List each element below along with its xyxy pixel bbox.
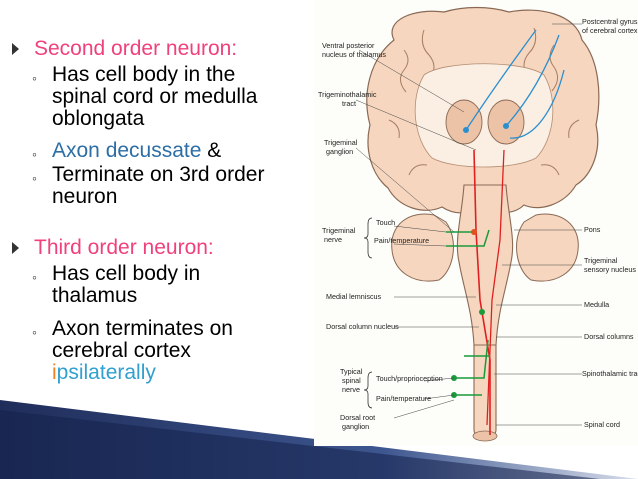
triangle-bullet-icon: [12, 43, 19, 55]
line: neuron: [52, 185, 118, 208]
circle-bullet-icon: ◦: [32, 146, 37, 162]
line: cerebral cortex: [52, 339, 191, 362]
triangle-bullet-icon: [12, 242, 19, 254]
label-medial-lemniscus: Medial lemniscus: [326, 292, 382, 301]
line: Axon terminates on: [52, 317, 233, 340]
line: Has cell body in: [52, 262, 201, 285]
line: Has cell body in the: [52, 63, 236, 86]
circle-bullet-icon: ◦: [32, 324, 37, 340]
label-pons: Pons: [584, 225, 601, 234]
sub-bullet-terminate: ◦ Terminate on 3rd order neuron: [32, 164, 302, 208]
ampersand-text: &: [201, 139, 222, 162]
label-pain-temperature-2: Pain/temperature: [376, 394, 431, 403]
line: oblongata: [52, 107, 145, 130]
neuron-dot: [479, 309, 485, 315]
cerebellum-right: [516, 213, 579, 282]
label-trigeminal-sensory-1: Trigeminal: [584, 256, 618, 265]
label-touch: Touch: [376, 218, 395, 227]
label-dorsal-columns: Dorsal columns: [584, 332, 634, 341]
label-medulla: Medulla: [584, 300, 609, 309]
label-typical-2: spinal: [342, 376, 361, 385]
circle-bullet-icon: ◦: [32, 70, 37, 86]
label-dorsal-root-2: ganglion: [342, 422, 369, 431]
brace-trigeminal: [363, 217, 373, 259]
spinal-cord: [473, 344, 497, 439]
circle-bullet-icon: ◦: [32, 170, 37, 186]
label-dorsal-column-nucleus: Dorsal column nucleus: [326, 322, 399, 331]
cerebellum-left: [391, 213, 454, 282]
label-postcentral-gyrus: Postcentral gyrus: [582, 17, 638, 26]
label-trigeminal-sensory-2: sensory nucleus: [584, 265, 636, 274]
label-tract: tract: [342, 99, 356, 108]
line: thalamus: [52, 284, 138, 307]
somatosensory-pathway-diagram: Postcentral gyrus of cerebral cortex Ven…: [314, 0, 638, 446]
label-trigeminal-nerve-1: Trigeminal: [322, 226, 356, 235]
label-trigeminal: Trigeminal: [324, 138, 358, 147]
ipsi-rest: psilaterally: [56, 361, 156, 384]
pathway-blue: [465, 29, 565, 139]
label-trigeminal-nerve-2: nerve: [324, 235, 342, 244]
pathway-red-2: [486, 149, 505, 426]
neuron-dot: [471, 229, 477, 235]
label-typical-3: nerve: [342, 385, 360, 394]
pathway-red: [473, 149, 491, 435]
label-ventral-posterior: Ventral posterior: [322, 41, 375, 50]
spinal-cord-section: [472, 430, 498, 442]
gyri-lines: [388, 27, 580, 176]
heading-second-order: Second order neuron:: [34, 37, 238, 60]
leader-lines: [355, 23, 582, 426]
label-spinothalamic-tract: Spinothalamic tract: [582, 369, 638, 378]
label-of-cerebral-cortex: of cerebral cortex: [582, 26, 638, 35]
heading-third-order: Third order neuron:: [34, 236, 214, 259]
label-typical-1: Typical: [340, 367, 363, 376]
brace-spinal: [363, 371, 373, 409]
sub-bullet-thalamus: ◦ Has cell body in thalamus: [32, 263, 302, 307]
thalamus-left: [445, 99, 483, 145]
label-ganglion: ganglion: [326, 147, 353, 156]
sub-bullet-decussate: ◦ Axon decussate &: [32, 139, 302, 163]
ipsi-first-letter: i: [52, 361, 57, 384]
neuron-dot: [463, 127, 469, 133]
circle-bullet-icon: ◦: [32, 269, 37, 285]
line: spinal cord or medulla: [52, 85, 258, 108]
line: Terminate on 3rd order: [52, 163, 265, 186]
sub-bullet-axon-terminates: ◦ Axon terminates on cerebral cortex ips…: [32, 318, 302, 384]
sub-bullet-cell-body: ◦ Has cell body in the spinal cord or me…: [32, 64, 302, 130]
pathway-green: [446, 229, 490, 396]
label-nucleus-of-thalamus: nucleus of thalamus: [322, 50, 386, 59]
label-trigeminothalamic: Trigeminothalamic: [318, 90, 377, 99]
label-dorsal-root-1: Dorsal root: [340, 413, 375, 422]
label-spinal-cord: Spinal cord: [584, 420, 620, 429]
neuron-dot: [503, 123, 509, 129]
label-pain-temperature: Pain/temperature: [374, 236, 429, 245]
line: ipsilaterally: [52, 362, 302, 384]
thalamus-right: [487, 99, 525, 145]
label-touch-proprioception: Touch/proprioception: [376, 374, 443, 383]
white-matter: [414, 63, 554, 168]
decussate-text: Axon decussate: [52, 139, 202, 162]
